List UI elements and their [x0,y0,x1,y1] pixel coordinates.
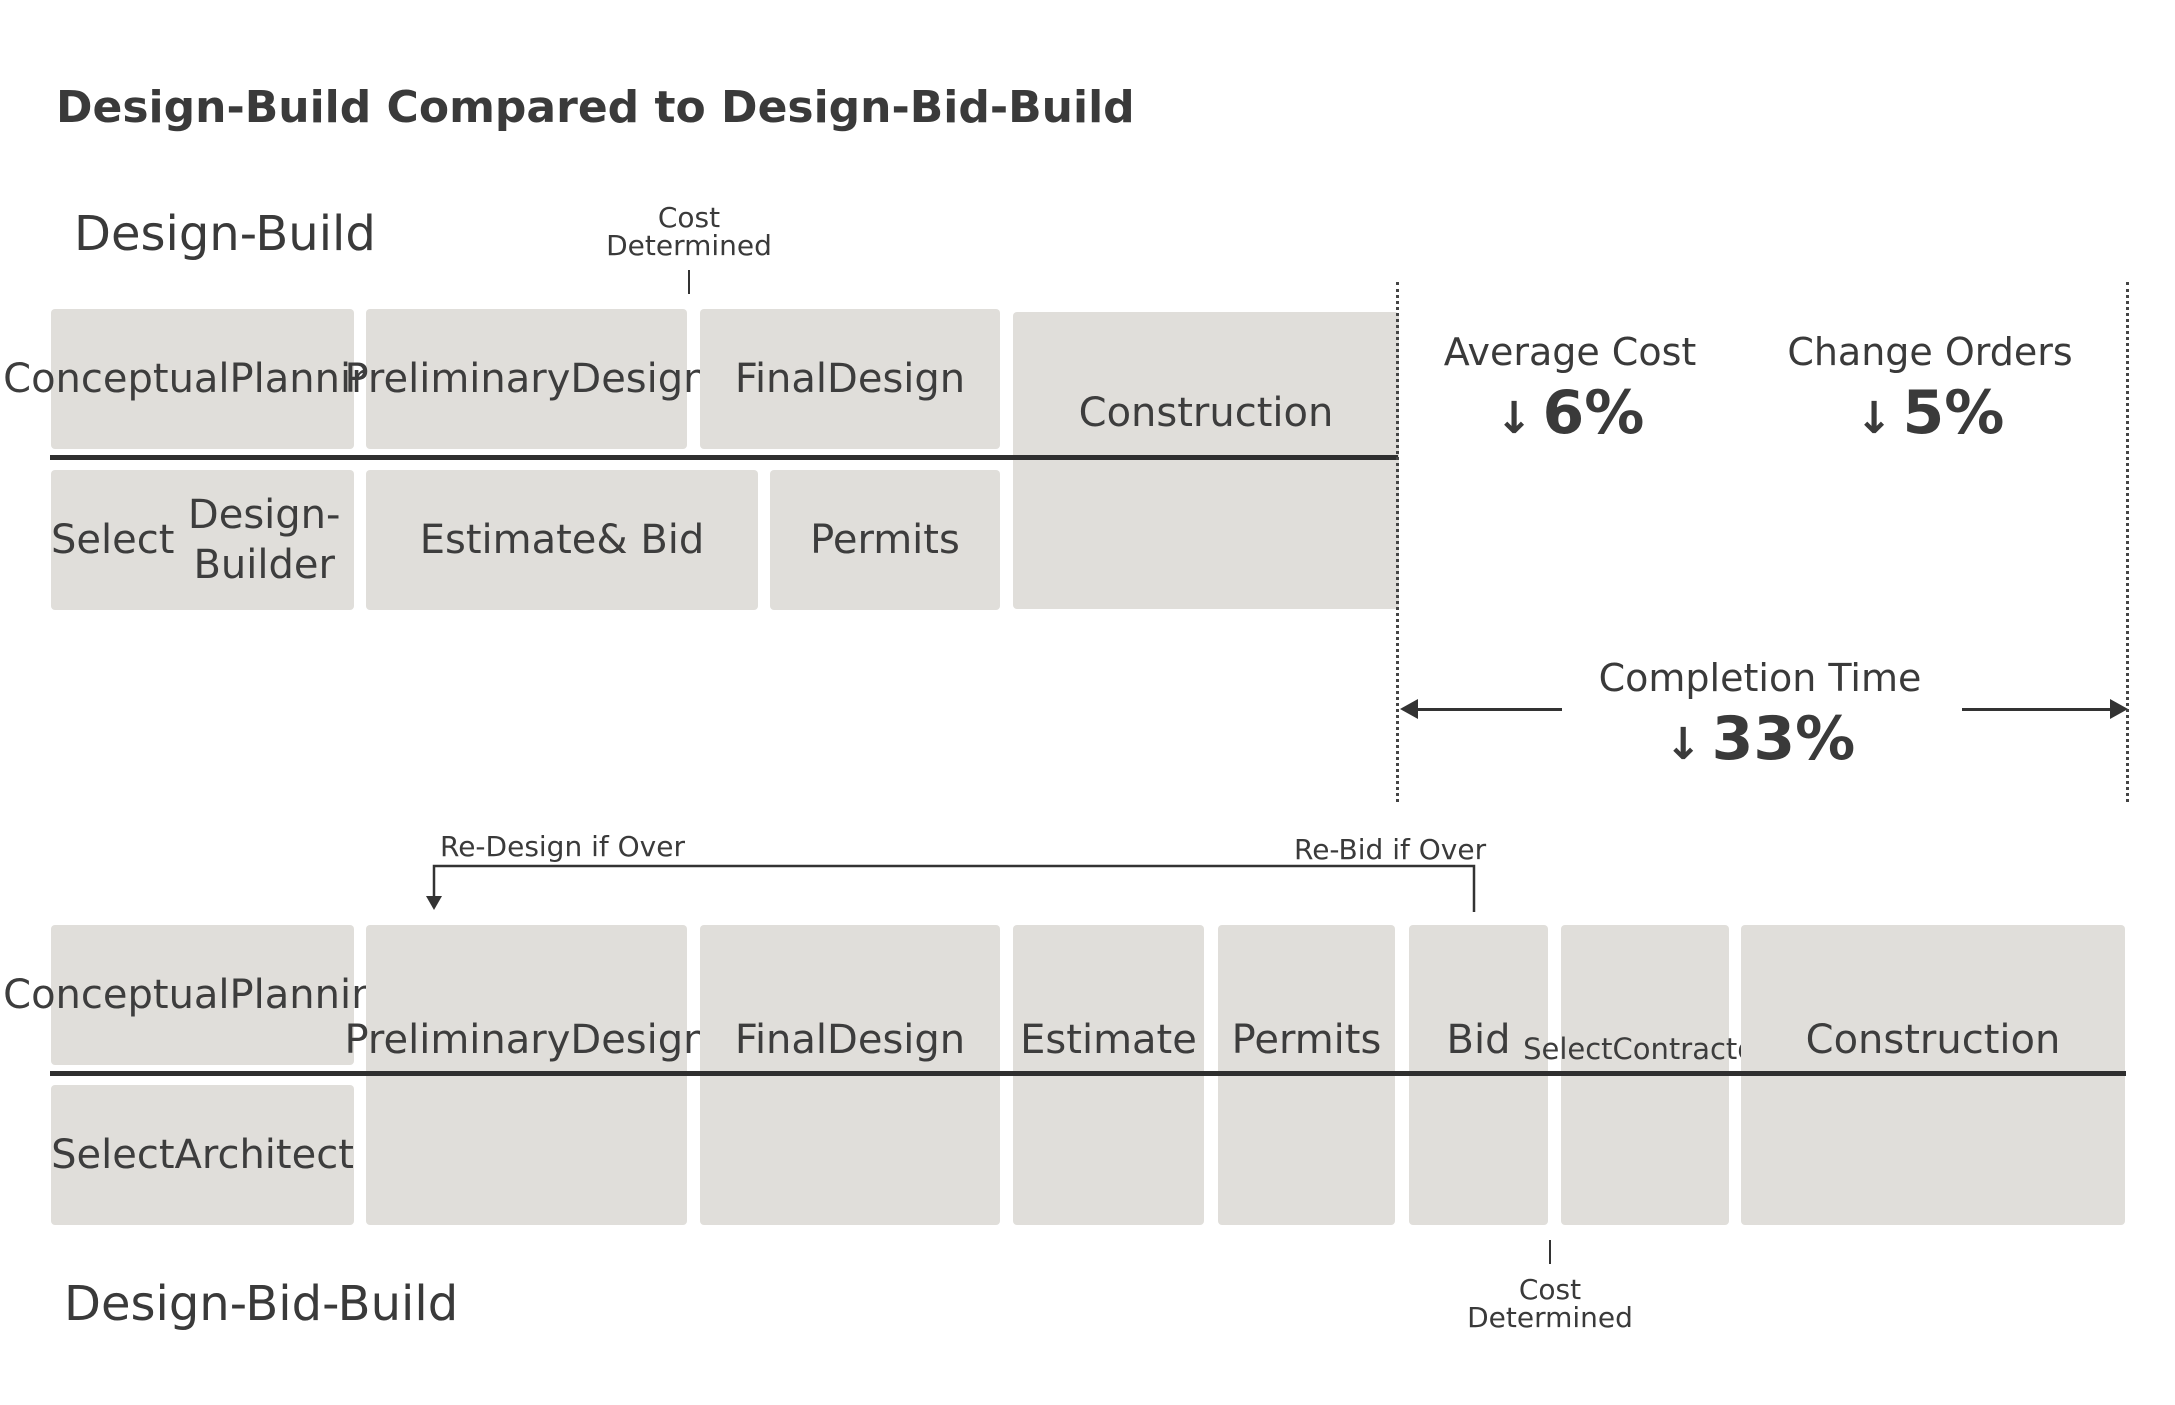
down-arrow-icon: ↓ [1855,393,1893,444]
db-conceptual-planning-line-1: Conceptual [3,356,230,402]
db-construction-box: Construction [1013,312,1399,609]
db-preliminary-design-line-1: Preliminary [344,356,571,402]
db-preliminary-design-line-2: Design [570,356,709,402]
change-orders-label: Change Orders [1787,330,2073,374]
completion-right-arrowhead [2110,699,2128,719]
completion-time-stat: Completion Time ↓33% [1580,656,1940,774]
dbb-cost-determined-note: Cost Determined [1465,1276,1635,1332]
average-cost-value-row: ↓6% [1430,378,1710,448]
down-arrow-icon: ↓ [1495,393,1533,444]
change-orders-value-row: ↓5% [1770,378,2090,448]
redesign-note: Re-Design if Over [440,830,685,863]
page-title: Design-Build Compared to Design-Bid-Buil… [56,82,1135,133]
completion-left-arrow-line [1414,708,1562,711]
db-conceptual-planning-box: Conceptual Planning [3,309,402,449]
rebid-note: Re-Bid if Over [1294,833,1487,866]
change-orders-stat: Change Orders ↓5% [1770,330,2090,448]
db-permits-box: Permits [770,470,1000,610]
db-select-design-builder-line-1: Select [51,517,175,563]
dbb-final-design-line-2: Design [827,1017,966,1063]
completion-time-label: Completion Time [1598,656,1922,700]
dbb-preliminary-design-line-2: Design [570,1017,709,1063]
db-estimate-bid-box: Estimate & Bid [366,470,758,610]
stats-right-dotted-line [2126,282,2129,802]
db-estimate-bid-line-1: Estimate [419,517,597,563]
dbb-select-architect-line-1: Select [51,1132,175,1178]
completion-time-value: 33% [1711,704,1856,774]
dbb-divider-line [50,1071,2126,1076]
change-orders-value: 5% [1902,378,2005,448]
db-estimate-bid-line-2: & Bid [596,517,705,563]
stats-left-dotted-line [1396,282,1399,802]
down-arrow-icon: ↓ [1664,719,1702,770]
db-permits-label: Permits [810,517,960,563]
completion-right-arrow-line [1962,708,2114,711]
db-final-design-box: Final Design [700,309,1000,449]
dbb-select-architect-line-2: Architect [174,1132,354,1178]
dbb-permits-label: Permits [1231,1017,1382,1063]
db-cost-determined-note: Cost Determined [604,204,774,260]
db-select-design-builder-line-2: Design-Builder [187,492,341,588]
dbb-cost-determined-line-1: Cost [1518,1273,1582,1306]
dbb-construction-label: Construction [1805,1017,2061,1063]
dbb-cost-determined-tick [1549,1240,1551,1264]
db-final-design-line-1: Final [734,356,828,402]
db-construction-label: Construction [1078,390,1334,436]
design-bid-build-label: Design-Bid-Build [64,1276,459,1332]
dbb-preliminary-design-line-1: Preliminary [344,1017,571,1063]
db-select-design-builder-box: Select Design-Builder [51,470,354,610]
db-cost-determined-line-2: Determined [606,229,772,262]
completion-time-value-row: ↓33% [1580,704,1940,774]
average-cost-label: Average Cost [1443,330,1697,374]
dbb-select-architect-box: Select Architect [51,1085,354,1225]
average-cost-value: 6% [1542,378,1645,448]
dbb-bid-label: Bid [1446,1017,1511,1063]
completion-left-arrowhead [1400,699,1418,719]
design-build-label: Design-Build [74,206,376,262]
dbb-conceptual-planning-line-1: Conceptual [3,972,230,1018]
average-cost-stat: Average Cost ↓6% [1430,330,1710,448]
db-preliminary-design-box: Preliminary Design [345,309,709,449]
db-cost-determined-line-1: Cost [657,201,721,234]
db-cost-determined-tick [688,270,690,294]
dbb-select-contractor-line-1: Select [1523,1032,1613,1066]
dbb-estimate-label: Estimate [1020,1017,1197,1063]
dbb-final-design-line-1: Final [734,1017,828,1063]
db-divider-line [50,455,1398,460]
dbb-cost-determined-line-2: Determined [1467,1301,1633,1334]
db-final-design-line-2: Design [827,356,966,402]
dbb-conceptual-planning-box: Conceptual Planning [3,925,402,1065]
